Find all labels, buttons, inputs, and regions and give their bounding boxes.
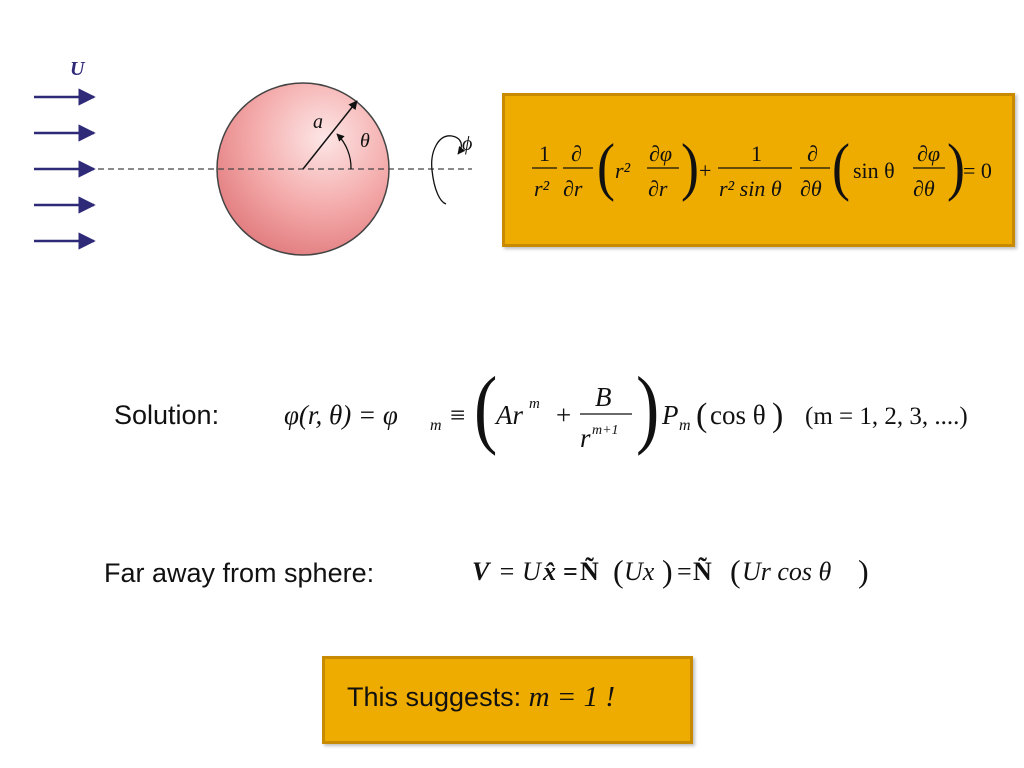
far-paren: ) [858, 553, 869, 589]
theta-label: θ [360, 130, 370, 152]
far-eq3: = [677, 557, 692, 586]
eq-r2sin: r² sin θ [719, 176, 782, 201]
far-field-equation: V = U x̂ = Ñ ( Ux ) = Ñ ( Ur cos θ ) [472, 553, 869, 589]
solution-paren: ) [772, 397, 783, 434]
solution-paren: ( [474, 362, 497, 457]
azimuth-label: ϕ [462, 133, 472, 155]
solution-B: B [595, 382, 612, 412]
eq-partial-phi: ∂φ [649, 141, 672, 166]
solution-P-sub: m [679, 417, 691, 434]
far-arg1: Ux [624, 557, 655, 586]
eq-equals-zero: = 0 [963, 158, 992, 183]
eq-r-squared: r² [534, 176, 550, 201]
uniform-flow-arrows [34, 88, 96, 250]
solution-equation: φ(r, θ) = φ m ≡ ( Ar m + B r m+1 ) P m (… [284, 362, 968, 457]
solution-P: P [661, 400, 679, 430]
solution-lhs: φ(r, θ) = φ [284, 400, 398, 430]
eq-one: 1 [539, 141, 550, 166]
eq-partial-theta: ∂θ [913, 176, 935, 201]
conclusion-text: This suggests: m = 1 ! [347, 681, 615, 714]
solution-A-term: Ar [494, 400, 523, 430]
eq-paren: ( [832, 130, 850, 202]
far-paren: ( [730, 553, 741, 589]
flow-velocity-label: U [70, 58, 86, 80]
eq-paren: ) [947, 130, 965, 202]
solution-equiv: ≡ [450, 400, 465, 430]
solution-lhs-sub: m [430, 417, 442, 434]
eq-partial: ∂ [807, 141, 818, 166]
eq-one: 1 [751, 141, 762, 166]
far-xhat: x̂ [542, 557, 556, 586]
eq-r-squared: r² [615, 158, 631, 183]
solution-paren: ( [696, 397, 707, 434]
eq-partial-r: ∂r [648, 176, 668, 201]
conclusion-math: m = 1 ! [528, 681, 615, 713]
solution-cos-arg: cos θ [710, 400, 766, 430]
eq-paren: ( [597, 130, 615, 202]
solution-r-den-exp: m+1 [592, 423, 619, 438]
conclusion-box: This suggests: m = 1 ! [322, 656, 693, 744]
eq-plus: + [699, 158, 711, 183]
solution-range: (m = 1, 2, 3, ....) [805, 403, 968, 430]
solution-A-exp: m [529, 396, 540, 412]
eq-partial: ∂ [571, 141, 582, 166]
solution-r-den: r [580, 423, 591, 453]
laplace-equation-box: 1 r² ∂ ∂r ( r² ∂φ ∂r ) + 1 r² sin θ ∂ ∂θ… [502, 93, 1015, 247]
sphere-flow-diagram: U a θ ϕ [34, 58, 472, 256]
eq-paren: ) [681, 130, 699, 202]
solution-label: Solution: [114, 400, 220, 430]
far-eq1: = U [498, 557, 543, 586]
far-nabla2: Ñ [693, 557, 712, 586]
radius-label: a [313, 111, 323, 133]
radius-arrow [302, 100, 358, 170]
eq-partial-r: ∂r [563, 176, 583, 201]
azimuth-rotation-icon [431, 135, 466, 205]
conclusion-prefix: This suggests: [347, 682, 529, 712]
far-nabla1: Ñ [580, 557, 599, 586]
far-paren: ) [662, 553, 673, 589]
eq-partial-theta: ∂θ [800, 176, 822, 201]
far-arg2: Ur cos θ [742, 557, 832, 586]
far-paren: ( [613, 553, 624, 589]
far-away-label: Far away from sphere: [104, 558, 375, 588]
far-V: V [472, 557, 492, 586]
eq-sin-theta: sin θ [853, 158, 895, 183]
theta-arc [336, 133, 352, 170]
far-eq2: = [563, 557, 578, 586]
solution-paren: ) [636, 362, 659, 457]
eq-partial-phi: ∂φ [917, 141, 940, 166]
solution-plus: + [556, 400, 571, 430]
